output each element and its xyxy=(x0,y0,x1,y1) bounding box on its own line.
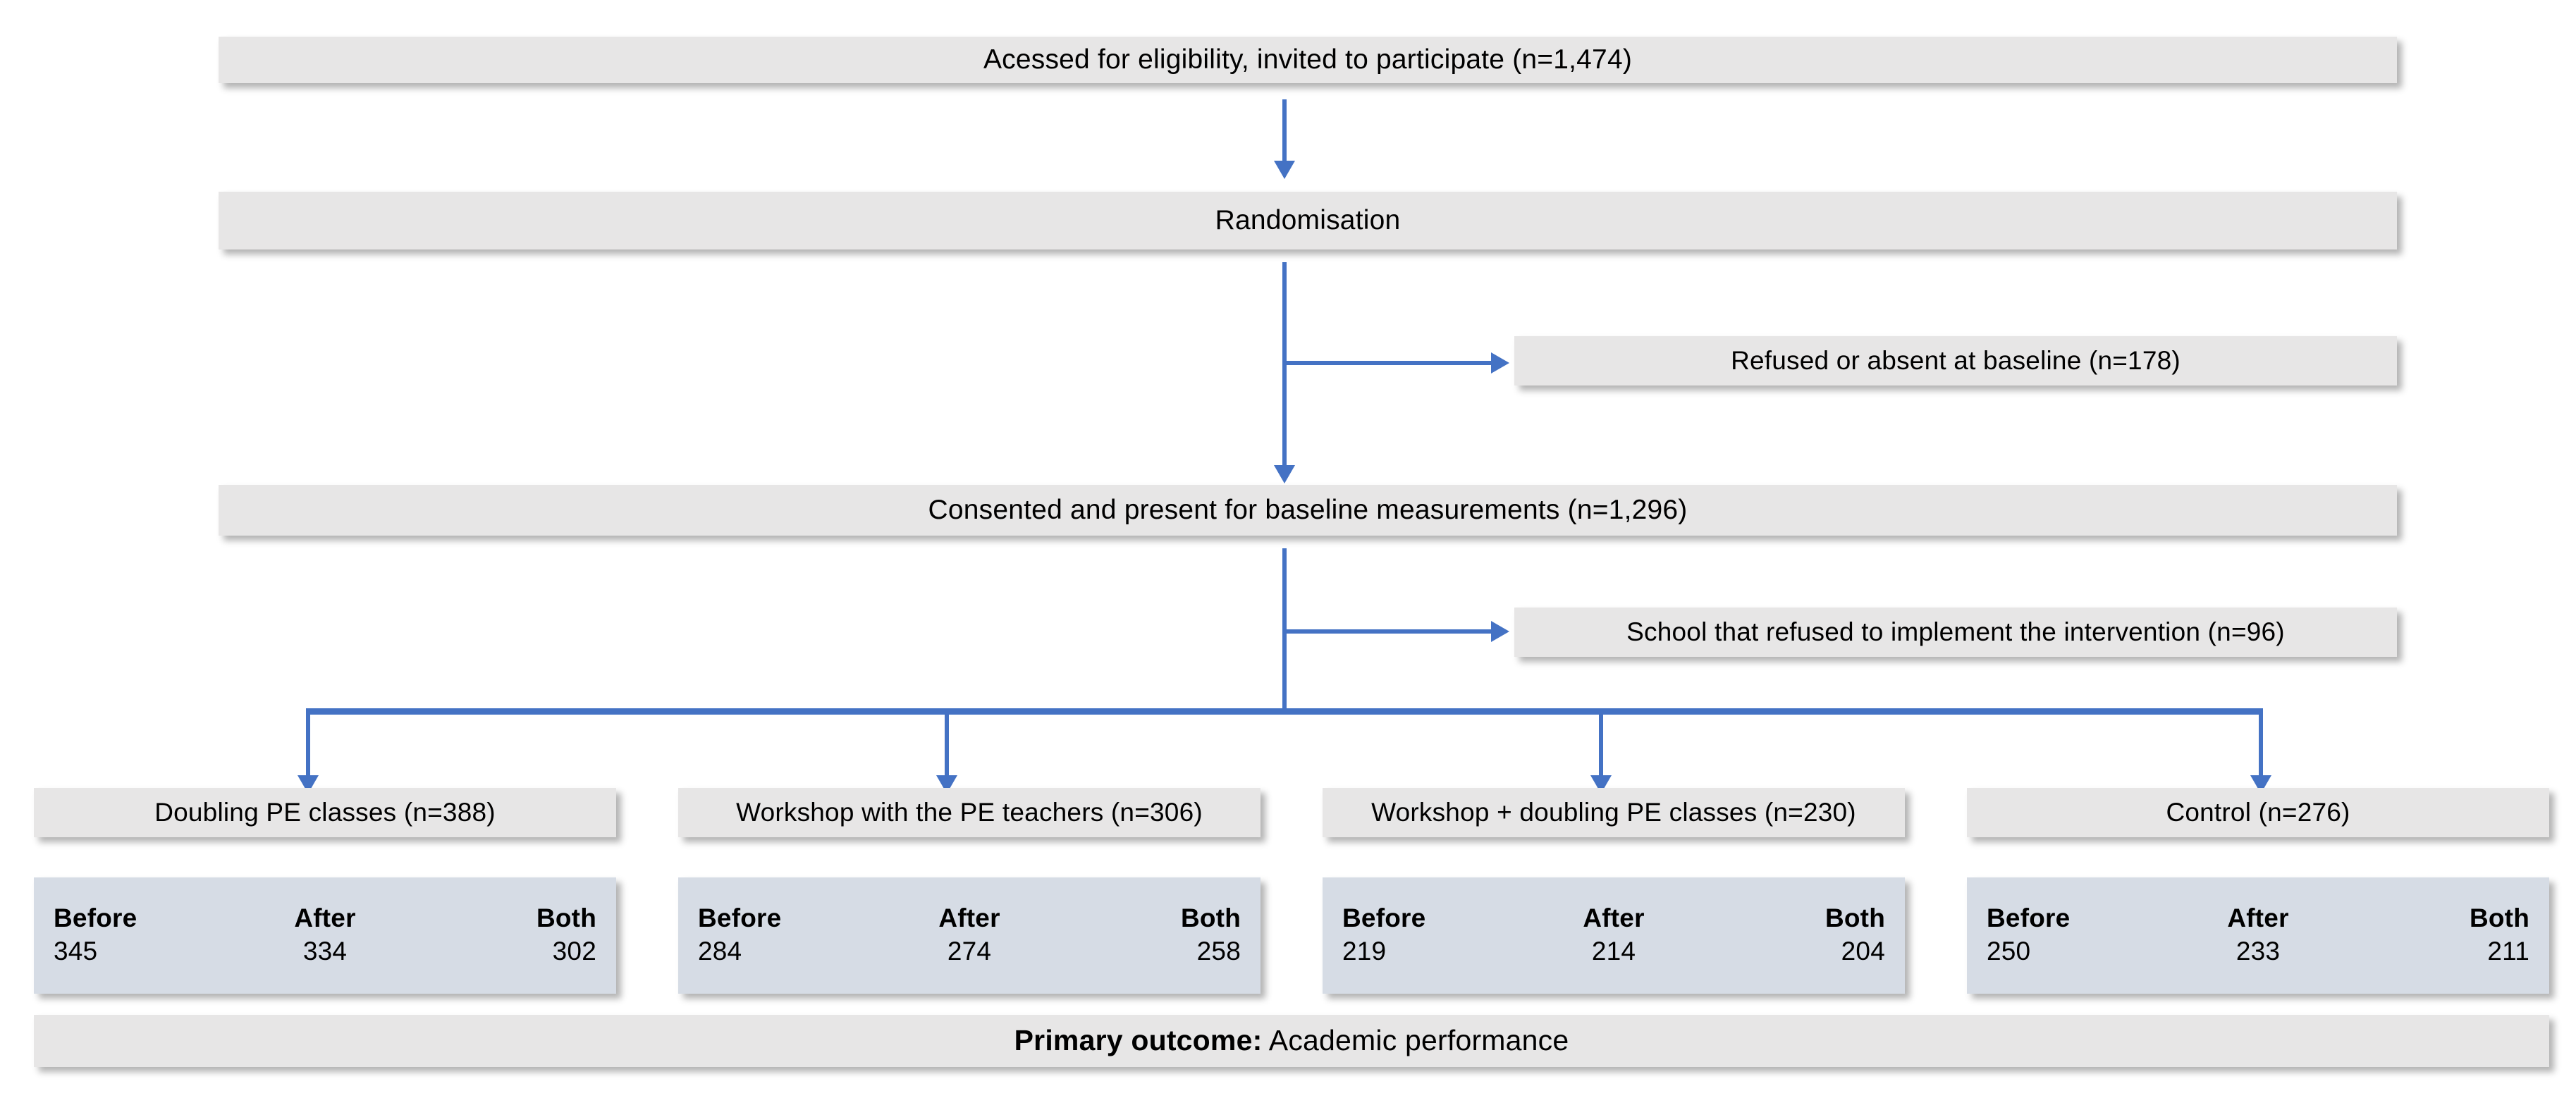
primary-outcome-text: Primary outcome: Academic performance xyxy=(1014,1024,1569,1057)
node-randomisation-label: Randomisation xyxy=(1215,204,1401,235)
arm-data-grid-3: Before 219 After 214 Both 204 xyxy=(1342,902,1885,968)
arm-box-1: Doubling PE classes (n=388) xyxy=(34,788,616,837)
connector-consented-to-school-refused xyxy=(1282,629,1494,634)
data-col-before-1: Before 345 xyxy=(54,902,145,968)
arm-data-box-2: Before 284 After 274 Both 258 xyxy=(678,877,1261,994)
data-val-before-1: 345 xyxy=(54,936,98,966)
connector-allocation-bus xyxy=(306,708,2263,715)
data-col-before-2: Before 284 xyxy=(698,902,790,968)
data-head-after-1: After xyxy=(294,903,356,932)
data-val-before-3: 219 xyxy=(1342,936,1387,966)
data-head-after-4: After xyxy=(2227,903,2289,932)
data-col-after-2: After 274 xyxy=(924,902,1015,968)
data-col-both-2: Both 258 xyxy=(1149,902,1241,968)
primary-outcome-label: Primary outcome: xyxy=(1014,1024,1263,1057)
arm-box-3: Workshop + doubling PE classes (n=230) xyxy=(1323,788,1905,837)
node-refused-baseline-label: Refused or absent at baseline (n=178) xyxy=(1731,345,2181,375)
data-val-before-4: 250 xyxy=(1987,936,2031,966)
data-val-after-4: 233 xyxy=(2235,936,2281,966)
arm-data-grid-2: Before 284 After 274 Both 258 xyxy=(698,902,1241,968)
node-primary-outcome: Primary outcome: Academic performance xyxy=(34,1015,2549,1067)
connector-drop-arm-4 xyxy=(2259,708,2263,777)
connector-eligibility-to-randomisation xyxy=(1282,99,1287,163)
arrowhead-eligibility-to-randomisation xyxy=(1274,161,1295,179)
arm-label-3: Workshop + doubling PE classes (n=230) xyxy=(1371,797,1856,827)
arm-box-4: Control (n=276) xyxy=(1967,788,2549,837)
node-consented: Consented and present for baseline measu… xyxy=(219,485,2397,536)
data-head-before-4: Before xyxy=(1987,903,2071,932)
data-head-both-2: Both xyxy=(1180,903,1241,932)
connector-drop-arm-2 xyxy=(945,708,949,777)
data-col-before-3: Before 219 xyxy=(1342,902,1434,968)
data-col-before-4: Before 250 xyxy=(1987,902,2078,968)
primary-outcome-value: Academic performance xyxy=(1262,1024,1569,1057)
data-val-after-3: 214 xyxy=(1591,936,1636,966)
data-col-both-4: Both 211 xyxy=(2438,902,2529,968)
arrowhead-randomisation-to-refused xyxy=(1491,352,1509,374)
node-school-refused: School that refused to implement the int… xyxy=(1514,608,2397,657)
data-head-after-3: After xyxy=(1583,903,1645,932)
arm-label-1: Doubling PE classes (n=388) xyxy=(154,797,496,827)
data-head-before-3: Before xyxy=(1342,903,1426,932)
data-head-after-2: After xyxy=(938,903,1000,932)
connector-drop-arm-1 xyxy=(306,708,310,777)
arm-label-4: Control (n=276) xyxy=(2166,797,2350,827)
connector-randomisation-to-refused xyxy=(1282,361,1494,365)
connector-randomisation-trunk xyxy=(1282,262,1287,474)
node-school-refused-label: School that refused to implement the int… xyxy=(1626,617,2285,646)
data-val-after-1: 334 xyxy=(302,936,348,966)
node-eligibility: Acessed for eligibility, invited to part… xyxy=(219,37,2397,83)
node-randomisation: Randomisation xyxy=(219,192,2397,249)
arm-box-2: Workshop with the PE teachers (n=306) xyxy=(678,788,1261,837)
node-consented-label: Consented and present for baseline measu… xyxy=(928,494,1688,525)
data-val-both-2: 258 xyxy=(1196,936,1241,966)
node-eligibility-label: Acessed for eligibility, invited to part… xyxy=(983,44,1633,75)
data-head-both-4: Both xyxy=(2469,903,2529,932)
data-col-after-4: After 233 xyxy=(2212,902,2304,968)
data-col-both-3: Both 204 xyxy=(1793,902,1885,968)
data-head-before-1: Before xyxy=(54,903,137,932)
connector-drop-arm-3 xyxy=(1599,708,1603,777)
data-val-both-4: 211 xyxy=(2487,936,2529,966)
data-val-both-3: 204 xyxy=(1841,936,1885,966)
data-col-both-1: Both 302 xyxy=(505,902,596,968)
arrowhead-consented-to-school-refused xyxy=(1491,621,1509,642)
arm-data-box-3: Before 219 After 214 Both 204 xyxy=(1323,877,1905,994)
data-head-both-1: Both xyxy=(536,903,596,932)
data-val-before-2: 284 xyxy=(698,936,742,966)
arm-data-box-4: Before 250 After 233 Both 211 xyxy=(1967,877,2549,994)
data-head-both-3: Both xyxy=(1824,903,1885,932)
arm-data-grid-1: Before 345 After 334 Both 302 xyxy=(54,902,596,968)
data-head-before-2: Before xyxy=(698,903,782,932)
data-val-both-1: 302 xyxy=(552,936,596,966)
arrowhead-randomisation-to-consented xyxy=(1274,465,1295,483)
node-refused-baseline: Refused or absent at baseline (n=178) xyxy=(1514,336,2397,386)
arm-label-2: Workshop with the PE teachers (n=306) xyxy=(736,797,1203,827)
data-val-after-2: 274 xyxy=(947,936,992,966)
data-col-after-1: After 334 xyxy=(279,902,371,968)
arm-data-grid-4: Before 250 After 233 Both 211 xyxy=(1987,902,2529,968)
arm-data-box-1: Before 345 After 334 Both 302 xyxy=(34,877,616,994)
data-col-after-3: After 214 xyxy=(1568,902,1660,968)
